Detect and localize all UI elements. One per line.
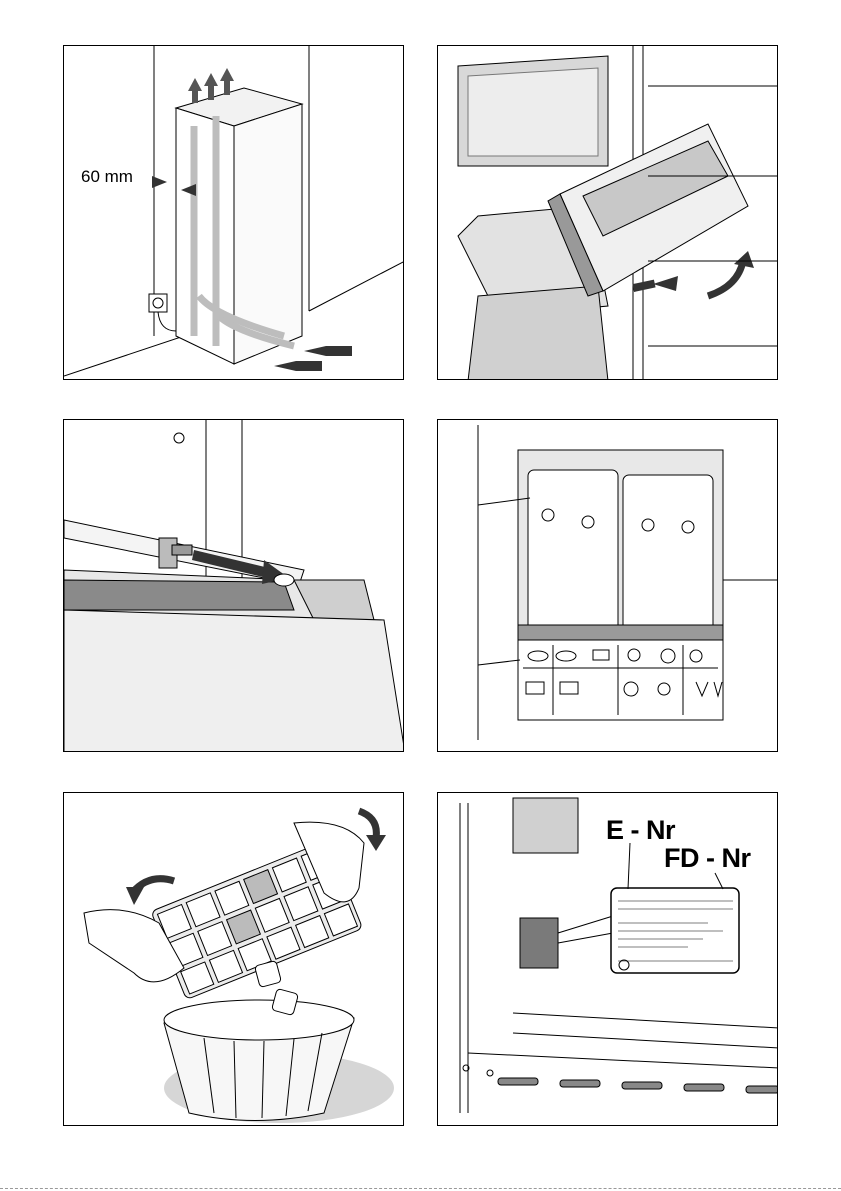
e-nr-label: E - Nr: [606, 815, 675, 846]
figure-shelf-rail: [63, 419, 404, 752]
ice-tray-drawing: [64, 793, 404, 1126]
page-cut-line: [0, 1188, 841, 1189]
figure-freezer-symbols: [437, 419, 778, 752]
fd-nr-label: FD - Nr: [664, 843, 751, 874]
figure-ice-tray: [63, 792, 404, 1126]
clearance-label: 60 mm: [81, 167, 133, 187]
figure-rating-plate: E - Nr FD - Nr: [437, 792, 778, 1126]
figure-drawer-removal: [437, 45, 778, 380]
symbols-drawing: [438, 420, 778, 752]
drawer-drawing: [438, 46, 778, 380]
ventilation-drawing: [64, 46, 404, 380]
shelf-drawing: [64, 420, 404, 752]
figure-ventilation: 60 mm: [63, 45, 404, 380]
